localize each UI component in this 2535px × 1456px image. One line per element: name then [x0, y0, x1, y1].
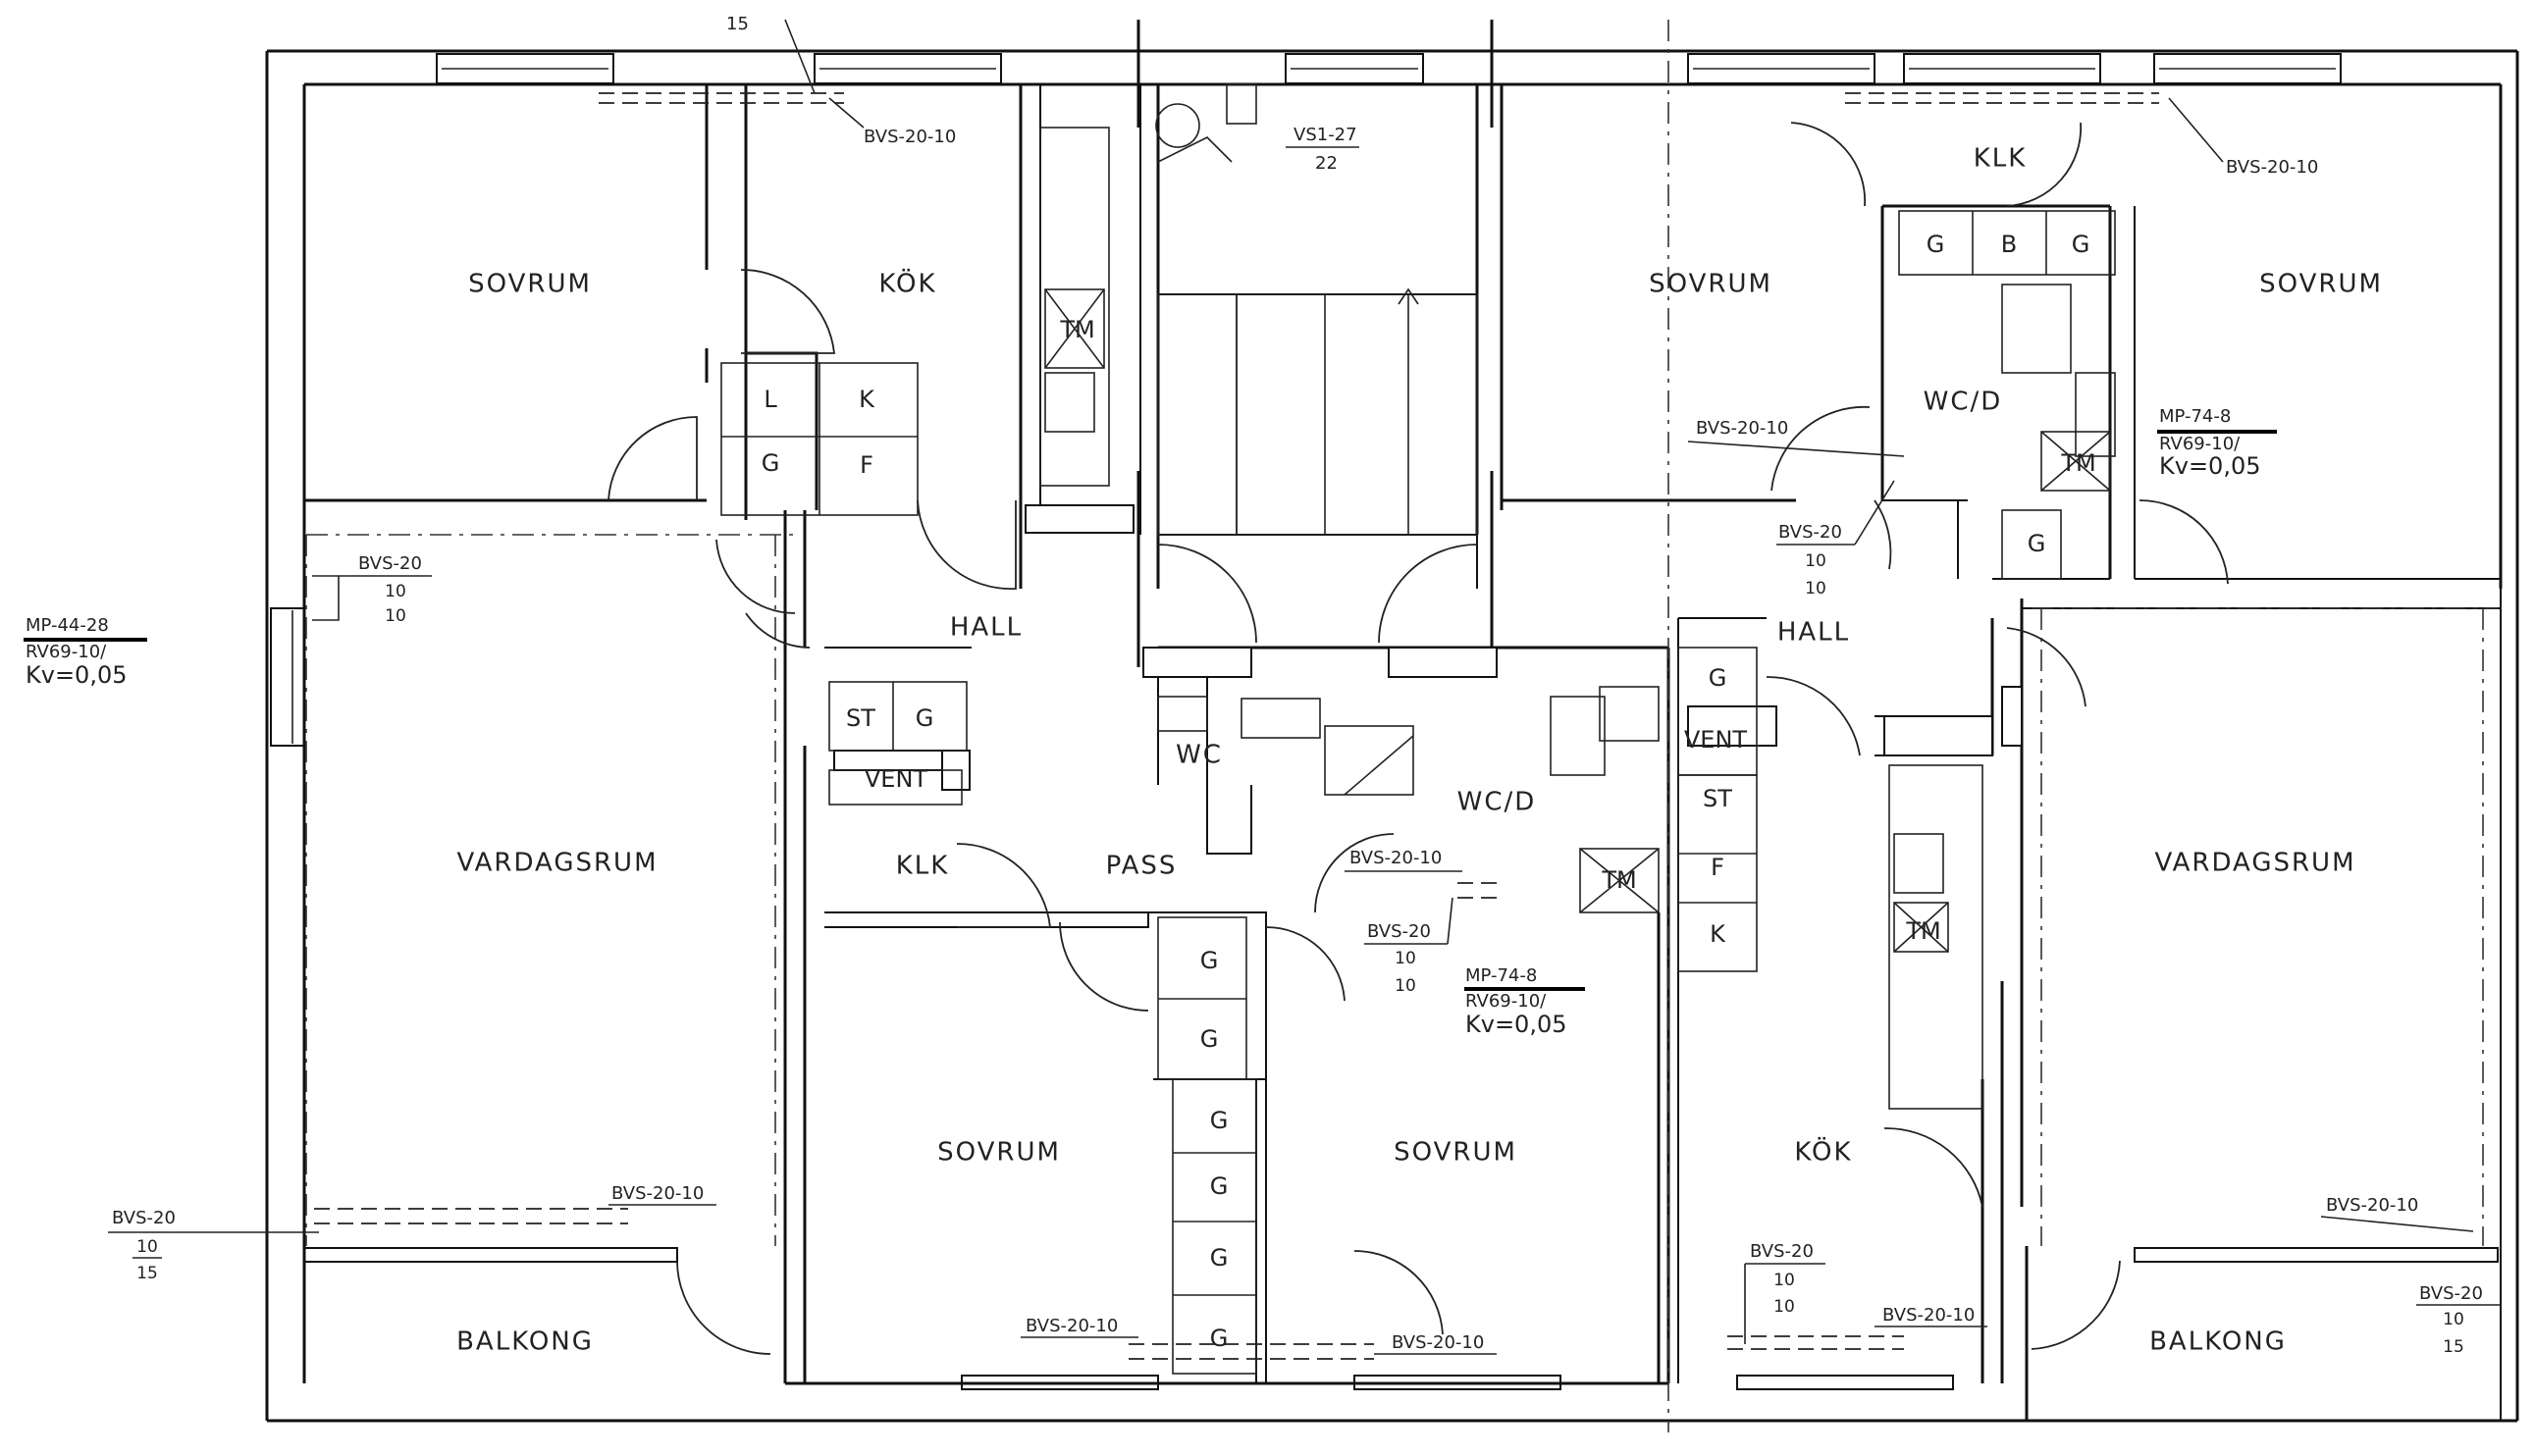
tag-bvs: BVS-20-10	[1349, 848, 1442, 868]
room-sovrum: SOVRUM	[1394, 1138, 1517, 1168]
stair	[1155, 83, 1478, 536]
tag-bvs: BVS-20	[1750, 1241, 1814, 1262]
doors	[607, 122, 2229, 1355]
tag-bvs-a: 10	[1773, 1271, 1795, 1290]
tag-kv: Kv=0,05	[26, 661, 128, 689]
tag-bvs: BVS-20-10	[1026, 1316, 1118, 1336]
cabinet-f: F	[860, 451, 873, 479]
tag-mp: MP-74-8	[1465, 965, 1537, 986]
tag-bvs-a: 10	[1805, 551, 1826, 571]
cabinet-g: G	[1200, 947, 1219, 974]
tag-bvs: BVS-20	[1778, 522, 1842, 543]
room-balkong: BALKONG	[456, 1327, 594, 1357]
room-klk: KLK	[896, 852, 950, 881]
tag-mp: MP-74-8	[2159, 406, 2231, 427]
tag-bvs: BVS-20-10	[864, 127, 956, 147]
cabinet-g: G	[1210, 1325, 1229, 1352]
tag-bvs: BVS-20-10	[611, 1183, 704, 1204]
room-vardagsrum: VARDAGSRUM	[456, 849, 658, 878]
tag-rv: RV69-10/	[2159, 434, 2241, 454]
exterior-walls	[265, 49, 2519, 1423]
tag-bvs-b: 10	[1805, 579, 1826, 598]
room-hall: HALL	[950, 613, 1023, 643]
cabinet-k: K	[1710, 920, 1726, 948]
tag-vs-value: 22	[1315, 153, 1338, 174]
windows	[303, 53, 2499, 1390]
cabinet-g: G	[2072, 231, 2090, 258]
tag-bvs-a: 10	[2443, 1310, 2464, 1329]
cabinet-k: K	[859, 386, 875, 413]
tag-bvs-a: 10	[385, 582, 406, 601]
tag-bvs: BVS-20-10	[2226, 157, 2318, 178]
cabinet-f: F	[1711, 854, 1724, 881]
cabinet-tm: TM	[1905, 917, 1940, 945]
tag-rv: RV69-10/	[1465, 991, 1547, 1012]
tag-kv: Kv=0,05	[2159, 452, 2261, 480]
tag-bvs: BVS-20	[358, 553, 422, 574]
tag-bvs-b: 15	[2443, 1337, 2464, 1357]
duct-lines	[305, 20, 2498, 1432]
cabinet-labels: L K G F ST G VENT G G G G G G G B G G G …	[762, 231, 2096, 1352]
room-wcd: WC/D	[1924, 388, 2003, 417]
room-pass: PASS	[1106, 852, 1178, 881]
cabinet-vent: VENT	[865, 765, 928, 793]
tag-bvs-b: 15	[136, 1264, 158, 1283]
cabinet-g: G	[1210, 1172, 1229, 1200]
room-kok: KÖK	[1794, 1136, 1852, 1168]
cabinet-g: G	[1200, 1025, 1219, 1053]
tag-kv: Kv=0,05	[1465, 1011, 1567, 1038]
cabinet-g: G	[1709, 664, 1727, 692]
cabinet-g: G	[1210, 1244, 1229, 1272]
cabinet-l: L	[764, 386, 777, 413]
cabinet-tm: TM	[2060, 449, 2095, 477]
tag-bvs: BVS-20	[112, 1208, 176, 1228]
cabinet-tm: TM	[1059, 316, 1094, 343]
room-klk: KLK	[1974, 144, 2028, 174]
tag-bvs: BVS-20-10	[1882, 1305, 1975, 1326]
room-wcd: WC/D	[1457, 788, 1537, 817]
tag-rv: RV69-10/	[26, 642, 107, 662]
cabinets	[720, 127, 2116, 1375]
cabinet-tm: TM	[1601, 866, 1636, 894]
cabinet-st: ST	[846, 704, 875, 732]
cabinet-vent: VENT	[1684, 726, 1748, 754]
tag-bvs: BVS-20	[1367, 921, 1431, 942]
tag-bvs-b: 10	[1395, 976, 1416, 996]
tag-bvs-a: 10	[136, 1237, 158, 1257]
room-wc: WC	[1176, 741, 1223, 770]
cabinet-g: G	[1927, 231, 1945, 258]
tag-bvs-b: 10	[385, 606, 406, 626]
cabinet-g: G	[1210, 1107, 1229, 1134]
tag-vs: VS1-27	[1294, 125, 1357, 145]
cabinet-g: G	[916, 704, 934, 732]
cabinet-st: ST	[1703, 785, 1732, 812]
room-sovrum: SOVRUM	[2259, 270, 2383, 299]
room-balkong: BALKONG	[2149, 1327, 2287, 1357]
tag-bvs-b: 10	[1773, 1297, 1795, 1317]
hatched-walls	[833, 504, 2023, 791]
tag-bvs: BVS-20-10	[1392, 1332, 1484, 1353]
tag-bvs: BVS-20-10	[2326, 1195, 2418, 1216]
room-hall: HALL	[1777, 618, 1850, 648]
room-sovrum: SOVRUM	[937, 1138, 1061, 1168]
tag-stub: 15	[726, 14, 749, 34]
room-vardagsrum: VARDAGSRUM	[2154, 849, 2355, 878]
room-sovrum: SOVRUM	[468, 270, 592, 299]
cabinet-b: B	[2001, 231, 2017, 258]
room-sovrum: SOVRUM	[1649, 270, 1772, 299]
tag-mp: MP-44-28	[26, 615, 109, 636]
tag-bvs: BVS-20	[2419, 1283, 2483, 1304]
cabinet-g: G	[762, 449, 780, 477]
tag-bvs-a: 10	[1395, 949, 1416, 968]
room-kok: KÖK	[878, 268, 936, 299]
tag-bvs: BVS-20-10	[1696, 418, 1788, 439]
room-labels: SOVRUM KÖK HALL VARDAGSRUM BALKONG PASS …	[456, 144, 2383, 1357]
vent-tags: 15 BVS-20-10 VS1-27 22 BVS-20-10 MP-74-8…	[24, 14, 2501, 1357]
interior-walls	[304, 84, 2501, 1421]
cabinet-g: G	[2028, 530, 2046, 557]
